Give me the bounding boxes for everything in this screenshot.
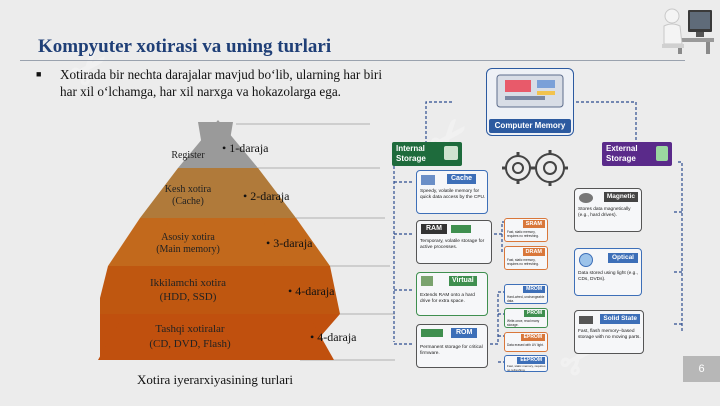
eprom-desc: Data erased with UV light.: [507, 343, 544, 347]
solid-state-card: Solid State Fast, flash memory–based sto…: [574, 310, 644, 354]
level-5-tag: • 4-daraja: [310, 330, 357, 344]
chip-icon: [444, 146, 458, 160]
level-1-tag: • 1-daraja: [222, 141, 269, 155]
level-2-sub: (Cache): [172, 196, 204, 207]
title-divider: [20, 60, 685, 61]
optical-card: Optical Data stored using light (e.g., C…: [574, 248, 642, 296]
eeprom-desc: Fast, static memory, requires no refresh…: [507, 364, 546, 372]
computer-memory-title: Computer Memory: [489, 119, 571, 133]
pyramid-level-3-label: Asosiy xotira (Main memory): [135, 232, 241, 256]
person-at-computer-icon: [662, 8, 714, 54]
level-2-tag: • 2-daraja: [243, 189, 290, 203]
usb-icon: [656, 146, 668, 161]
ram-card: RAM Temporary, volatile storage for acti…: [416, 220, 492, 264]
virtual-tag: Virtual: [449, 276, 477, 286]
cache-tag: Cache: [447, 174, 477, 184]
rom-card: ROM Permanent storage for critical firmw…: [416, 324, 488, 368]
optical-disc-icon: [579, 253, 593, 267]
bullet-text: ■ Xotirada bir nechta darajalar mavjud b…: [36, 66, 382, 100]
optical-tag: Optical: [607, 253, 638, 263]
disk-icon: [579, 193, 593, 203]
prom-desc: Write-once, read many storage.: [507, 319, 540, 327]
rom-desc: Permanent storage for critical firmware.: [420, 345, 483, 356]
ram-icon: [451, 225, 471, 233]
optical-desc: Data stored using light (e.g., CDs, DVDs…: [578, 271, 638, 282]
level-3-name: Asosiy xotira: [161, 232, 215, 243]
cache-desc: Speedy, volatile memory for quick data a…: [420, 189, 486, 200]
level-4-tag: • 4-daraja: [288, 284, 335, 298]
mrom-tag: MROM: [523, 286, 545, 293]
level-3-tag: • 3-daraja: [266, 236, 313, 250]
level-4-name: Ikkilamchi xotira: [149, 277, 227, 289]
eprom-tag: EPROM: [520, 334, 545, 341]
rom-icon: [421, 329, 443, 337]
solid-state-tag: Solid State: [600, 314, 640, 324]
level-4-sub: (HDD, SSD): [159, 291, 217, 303]
level-5-name: Tashqi xotiralar: [155, 323, 225, 335]
eeprom-tag: EEPROM: [517, 357, 545, 364]
cache-icon: [421, 175, 435, 185]
dram-card: DRAM Fast, static memory, requires no re…: [504, 246, 548, 270]
magnetic-desc: Stores data magnetically (e.g., hard dri…: [578, 207, 631, 218]
pyramid-level-4-label: Ikkilamchi xotira (HDD, SSD): [130, 276, 246, 304]
eprom-card: EPROM Data erased with UV light.: [504, 332, 548, 352]
external-storage-label: External Storage: [606, 144, 638, 163]
ssd-icon: [579, 316, 593, 324]
page-number: 6: [683, 356, 720, 382]
bullet-content: Xotirada bir nechta darajalar mavjud bo‘…: [60, 67, 382, 99]
mrom-card: MROM Hard-wired, unchangeable data.: [504, 284, 548, 304]
magnetic-card: Magnetic Stores data magnetically (e.g.,…: [574, 188, 642, 232]
ram-tag: RAM: [421, 224, 447, 234]
pyramid-level-2-label: Kesh xotira (Cache): [140, 184, 236, 208]
sram-card: SRAM Fast, static memory, requires no re…: [504, 218, 548, 242]
virtual-icon: [421, 276, 433, 286]
virtual-card: Virtual Extends RAM onto a hard drive fo…: [416, 272, 488, 316]
internal-storage-header: Internal Storage: [392, 142, 462, 166]
sram-tag: SRAM: [522, 220, 545, 228]
level-3-sub: (Main memory): [156, 244, 220, 255]
gears-icon: [502, 150, 568, 186]
sram-desc: Fast, static memory, requires no refresh…: [507, 230, 539, 238]
magnetic-tag: Magnetic: [603, 192, 638, 202]
slide-title: Kompyuter xotirasi va uning turlari: [38, 36, 332, 57]
prom-tag: PROM: [524, 310, 545, 317]
pyramid-level-1-label: Register: [156, 150, 220, 162]
square-bullet-icon: ■: [36, 69, 42, 79]
ram-desc: Temporary, volatile storage for active p…: [420, 239, 485, 250]
motherboard-icon: [496, 74, 564, 108]
prom-card: PROM Write-once, read many storage.: [504, 308, 548, 328]
internal-storage-label: Internal Storage: [396, 144, 426, 163]
memory-pyramid-main: [98, 122, 334, 360]
rom-tag: ROM: [451, 328, 478, 338]
virtual-desc: Extends RAM onto a hard drive for extra …: [420, 293, 475, 304]
mrom-desc: Hard-wired, unchangeable data.: [507, 295, 545, 303]
level-1-name: Register: [171, 150, 205, 161]
solid-state-desc: Fast, flash memory–based storage with no…: [578, 329, 641, 340]
computer-memory-node: Computer Memory: [486, 68, 574, 136]
level-5-sub: (CD, DVD, Flash): [149, 338, 231, 350]
dram-tag: DRAM: [522, 248, 545, 256]
cache-card: Cache Speedy, volatile memory for quick …: [416, 170, 488, 214]
external-storage-header: External Storage: [602, 142, 672, 166]
eeprom-card: EEPROM Fast, static memory, requires no …: [504, 355, 548, 372]
memory-diagram: Computer Memory Internal Storage Externa…: [386, 62, 686, 372]
pyramid-level-5-label: Tashqi xotiralar (CD, DVD, Flash): [130, 322, 250, 352]
pyramid-caption: Xotira iyerarxiyasining turlari: [137, 372, 293, 387]
level-2-name: Kesh xotira: [164, 184, 212, 195]
dram-desc: Fast, static memory, requires no refresh…: [507, 258, 539, 266]
